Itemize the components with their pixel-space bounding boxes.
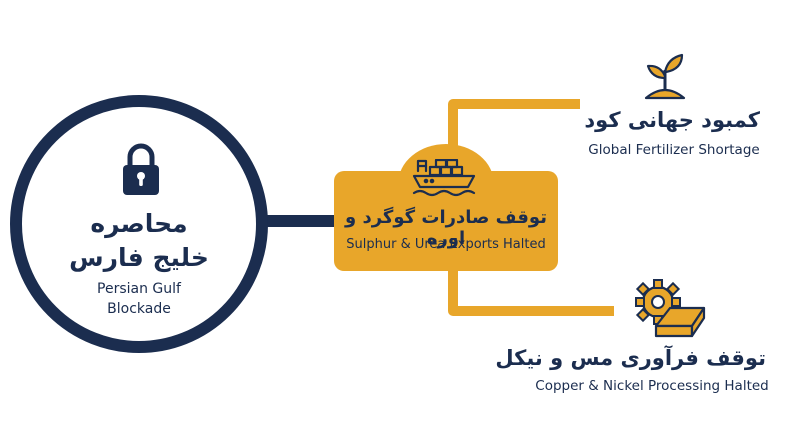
fertilizer-title-en: Global Fertilizer Shortage — [588, 142, 760, 158]
exports-title-fa: توقف صادرات گوگرد و اوره — [345, 207, 547, 249]
blockade-connector — [266, 215, 336, 227]
fertilizer-title-fa: کمبود جهانی کود — [584, 108, 760, 132]
padlock-icon — [123, 143, 159, 195]
blockade-title-en-line2: Blockade — [107, 301, 171, 317]
blockade-title-fa-line2: خلیج فارس — [69, 243, 209, 272]
blockade-title-en-line1: Persian Gulf — [97, 281, 181, 297]
processing-title-en: Copper & Nickel Processing Halted — [535, 378, 769, 394]
blockade-node: محاصره خلیج فارس Persian Gulf Blockade — [10, 95, 268, 353]
cargo-ship-icon — [412, 159, 476, 197]
blockade-title-fa-line1: محاصره — [90, 209, 188, 238]
plant-sprout-icon — [644, 53, 686, 100]
processing-title-fa: توقف فرآوری مس و نیکل — [495, 346, 766, 370]
gear-ingot-icon — [635, 279, 706, 338]
exports-title-en: Sulphur & Urea Exports Halted — [346, 237, 546, 252]
processing-connector — [448, 271, 614, 316]
